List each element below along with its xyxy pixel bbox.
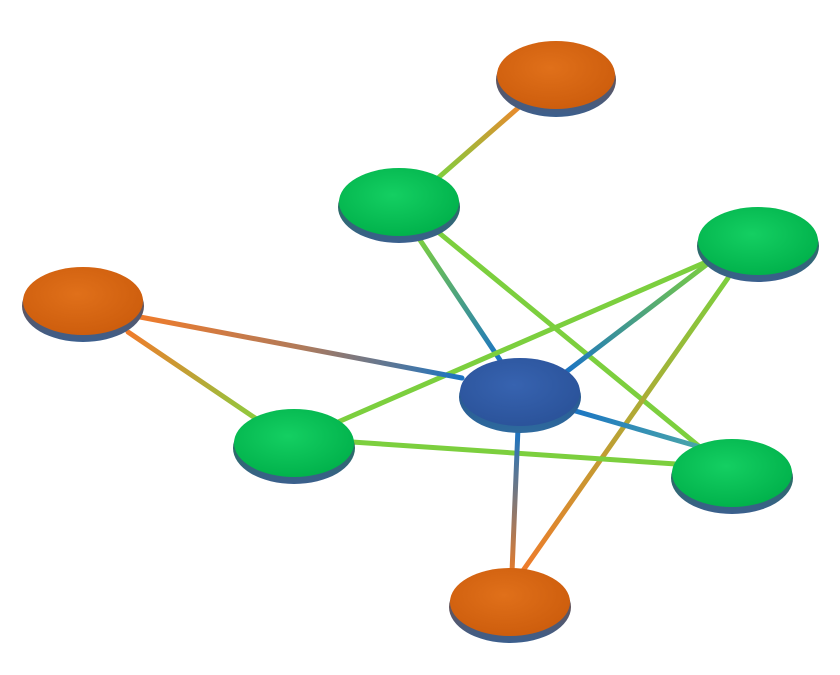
- edge-green-right-top-hub: [563, 259, 713, 375]
- node-orange-left: [22, 267, 144, 342]
- edge-hub-green-right-bottom: [569, 407, 703, 450]
- node-green-right-bottom: [671, 439, 793, 514]
- edge-orange-left-green-left: [125, 329, 261, 423]
- edge-orange-top-green-top: [435, 105, 521, 181]
- edges-group: [125, 105, 731, 575]
- edge-green-top-green-right-bottom: [435, 229, 703, 450]
- edge-green-left-green-right-bottom: [349, 439, 679, 467]
- node-hub: [459, 358, 581, 433]
- node-orange-top: [496, 41, 616, 117]
- node-green-left: [233, 409, 355, 484]
- edge-orange-left-hub: [137, 314, 465, 381]
- node-green-top: [338, 168, 460, 243]
- node-green-right-top: [697, 207, 819, 282]
- edge-green-right-top-green-left: [335, 259, 709, 425]
- edge-green-top-hub: [415, 234, 503, 363]
- node-orange-bottom: [449, 568, 571, 643]
- edge-hub-orange-bottom: [509, 425, 521, 575]
- nodes-group: [22, 41, 819, 643]
